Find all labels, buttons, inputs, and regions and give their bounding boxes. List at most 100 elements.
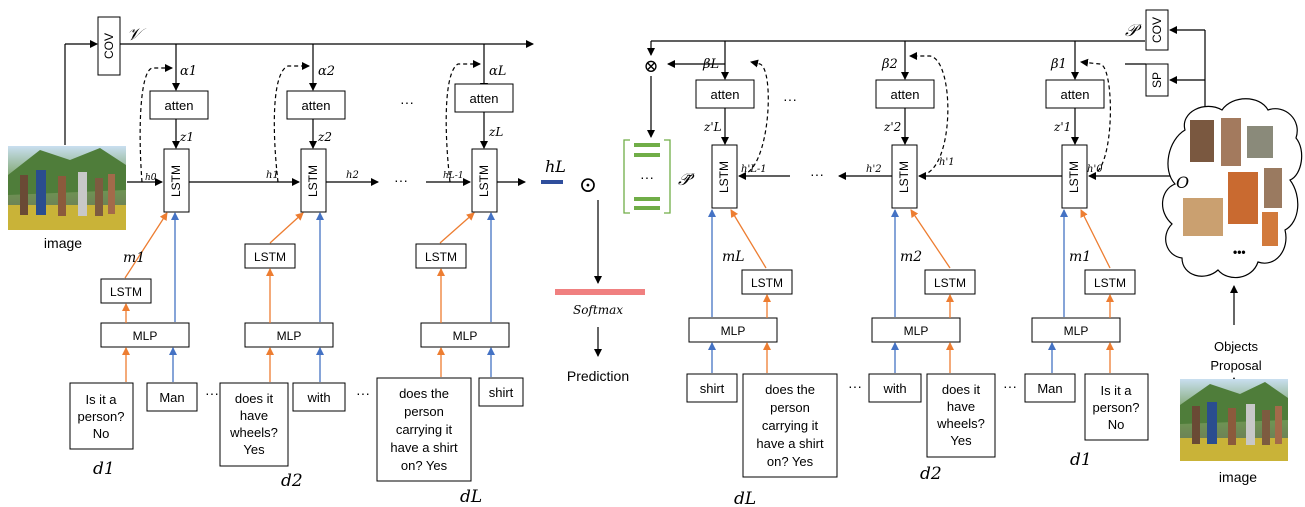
cloud-ellipsis: •••: [1233, 245, 1246, 259]
atten-label: atten: [711, 87, 740, 102]
objects-proposal-label: Objects: [1214, 339, 1259, 354]
question-line: No: [1108, 417, 1125, 432]
m-1: m1: [123, 250, 145, 266]
right-answer-1: [1024, 373, 1076, 403]
right-image-label: image: [1219, 469, 1257, 485]
softmax-label: Softmax: [573, 303, 623, 317]
h-L-1: hL-1: [443, 171, 464, 181]
left-atten-2: [286, 90, 346, 120]
ellipsis-bottom-right: ···: [848, 378, 862, 394]
lstm-label: LSTM: [1094, 276, 1126, 290]
question-line: person: [404, 404, 444, 419]
question-line: carrying it: [762, 418, 819, 433]
question-line: Is it a: [1100, 383, 1132, 398]
question-line: on? Yes: [401, 458, 448, 473]
d-L: dL: [460, 487, 482, 507]
otimes-symbol: ⊗: [643, 56, 658, 77]
right-mlp-L: [688, 317, 778, 343]
lstm-label: LSTM: [477, 165, 491, 197]
lstm-label: LSTM: [897, 161, 911, 193]
left-lstm-L: [471, 148, 498, 213]
question-line: wheels?: [229, 425, 278, 440]
d-prime-1: d1: [1070, 450, 1092, 470]
question-line: have: [240, 408, 268, 423]
question-line: wheels?: [936, 416, 985, 431]
answer-label: shirt: [700, 381, 725, 396]
left-lstm-2: [300, 148, 327, 213]
left-feature-symbol: 𝒱: [127, 25, 147, 45]
z-prime-L: z'L: [703, 120, 722, 134]
ellipsis-top-right: ···: [783, 91, 797, 107]
right-atten-1: [1045, 79, 1105, 109]
mlp-label: MLP: [1064, 324, 1089, 338]
h-1: h1: [266, 170, 279, 181]
z-1: z1: [179, 130, 194, 144]
lstm-label: LSTM: [717, 161, 731, 193]
m-prime-1: m1: [1069, 249, 1091, 265]
question-line: does it: [942, 382, 981, 397]
mlp-label: MLP: [721, 324, 746, 338]
h-2: h2: [346, 170, 359, 181]
alpha-1: α1: [180, 64, 197, 79]
ellipsis-bottom-right: ···: [1003, 378, 1017, 394]
p-tilde-symbol: 𝒫̃: [678, 170, 695, 190]
answer-label: with: [882, 381, 906, 396]
h-L: hL: [545, 157, 566, 176]
alpha-L: αL: [489, 64, 506, 79]
left-qlstm-2: [244, 243, 296, 269]
middle-fusion: ⊙ Softmax Prediction ··· 𝒫̃ ⊗: [555, 40, 1145, 384]
h-prime-1: h'1: [939, 157, 955, 168]
prediction-label: Prediction: [567, 368, 629, 384]
atten-label: atten: [165, 98, 194, 113]
z-2: z2: [317, 130, 332, 144]
left-qlstm-1: [100, 278, 152, 304]
question-line: carrying it: [396, 422, 453, 437]
ellipsis-bottom-left: ···: [205, 385, 219, 401]
softmax-bar: [555, 289, 645, 295]
z-prime-2: z'2: [883, 120, 901, 134]
right-qlstm-1: [1084, 269, 1136, 295]
right-mlp-2: [871, 317, 961, 343]
left-image-label: image: [44, 235, 82, 251]
mlp-label: MLP: [453, 329, 478, 343]
alpha-2: α2: [318, 64, 335, 79]
right-atten-2: [875, 79, 935, 109]
ellipsis-bottom-left: ···: [356, 385, 370, 401]
h-prime-L-1: h'L-1: [741, 164, 767, 175]
left-question-2: [219, 382, 289, 467]
question-line: have a shirt: [390, 440, 458, 455]
right-question-2: [926, 373, 996, 458]
h-prime-0: h'0: [1087, 164, 1103, 175]
question-line: does it: [235, 391, 274, 406]
lstm-label: LSTM: [110, 285, 142, 299]
question-line: Yes: [950, 433, 972, 448]
question-line: person?: [1093, 400, 1140, 415]
odot-symbol: ⊙: [579, 173, 597, 198]
beta-L: βL: [702, 57, 719, 72]
question-line: have a shirt: [756, 436, 824, 451]
answer-label: shirt: [489, 385, 514, 400]
m-prime-L: mL: [722, 249, 745, 265]
left-cov-label: COV: [102, 33, 116, 59]
beta-2: β2: [881, 57, 898, 72]
object-set-symbol: O: [1176, 173, 1189, 192]
left-mlp-2: [244, 322, 334, 348]
question-line: Is it a: [85, 392, 117, 407]
ellipsis-h-right: ···: [810, 166, 824, 182]
z-prime-1: z'1: [1053, 120, 1071, 134]
lstm-label: LSTM: [1067, 161, 1081, 193]
atten-label: atten: [891, 87, 920, 102]
left-answer-2: [292, 382, 346, 412]
left-image: [8, 146, 126, 230]
lstm-label: LSTM: [751, 276, 783, 290]
right-answer-L: [686, 373, 738, 403]
right-image: [1180, 379, 1288, 461]
ellipsis-h-left: ···: [394, 172, 408, 188]
left-answer-1: [146, 382, 198, 412]
left-question-1: [69, 382, 134, 450]
left-answer-L: [478, 377, 524, 407]
atten-label: atten: [470, 91, 499, 106]
left-mlp-L: [420, 322, 510, 348]
question-line: have: [947, 399, 975, 414]
